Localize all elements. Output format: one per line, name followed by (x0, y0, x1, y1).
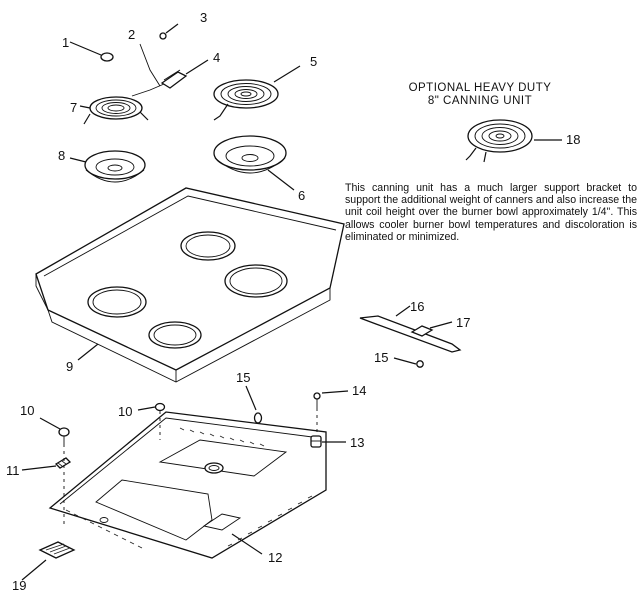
callout-15-lower: 15 (236, 370, 250, 385)
callout-10-center: 10 (118, 404, 132, 419)
part-11-clip (21, 457, 72, 471)
part-3-screw (159, 23, 179, 40)
callout-6: 6 (298, 188, 305, 203)
callout-9: 9 (66, 359, 73, 374)
part-19-access-plate (21, 541, 76, 581)
part-7-surface-element-small (79, 96, 149, 125)
callout-1: 1 (62, 35, 69, 50)
optional-unit-description: This canning unit has a much larger supp… (345, 182, 637, 243)
callout-3: 3 (200, 10, 207, 25)
part-13-grommet (310, 435, 346, 448)
optional-unit-title-line2: 8" CANNING UNIT (427, 95, 533, 107)
callout-2: 2 (128, 27, 135, 42)
part-5-surface-element-large (213, 65, 301, 121)
part-16-support-bracket (359, 305, 462, 353)
part-9-cooktop (35, 187, 345, 383)
part-18-canning-unit (465, 119, 562, 163)
callout-18: 18 (566, 132, 580, 147)
callout-19: 19 (12, 578, 26, 593)
part-4-terminal-block (160, 59, 209, 89)
callout-16: 16 (410, 299, 424, 314)
part-15-screw-upper (393, 357, 424, 368)
optional-unit-title: OPTIONAL HEAVY DUTY 8" CANNING UNIT (395, 82, 565, 108)
part-10-screw-center (137, 402, 166, 412)
callout-7: 7 (70, 100, 77, 115)
optional-unit-title-line1: OPTIONAL HEAVY DUTY (408, 82, 552, 94)
callout-15-upper: 15 (374, 350, 388, 365)
part-12-burner-box (48, 411, 327, 559)
part-8-drip-bowl-small (69, 150, 146, 183)
part-14-screw (313, 390, 349, 408)
callout-17: 17 (456, 315, 470, 330)
part-17-bracket-clip (410, 321, 453, 337)
callout-5: 5 (310, 54, 317, 69)
callout-11: 11 (6, 463, 20, 478)
part-10-screw-left (39, 417, 70, 444)
part-2-wire-lead (131, 43, 165, 97)
part-15-screw-lower (245, 385, 263, 424)
callout-4: 4 (213, 50, 220, 65)
part-6-drip-bowl-large (213, 135, 295, 191)
callout-14: 14 (352, 383, 366, 398)
callout-10-left: 10 (20, 403, 34, 418)
part-1-cap (69, 41, 114, 62)
callout-8: 8 (58, 148, 65, 163)
callout-13: 13 (350, 435, 364, 450)
alignment-lines (63, 408, 318, 524)
callout-12: 12 (268, 550, 282, 565)
